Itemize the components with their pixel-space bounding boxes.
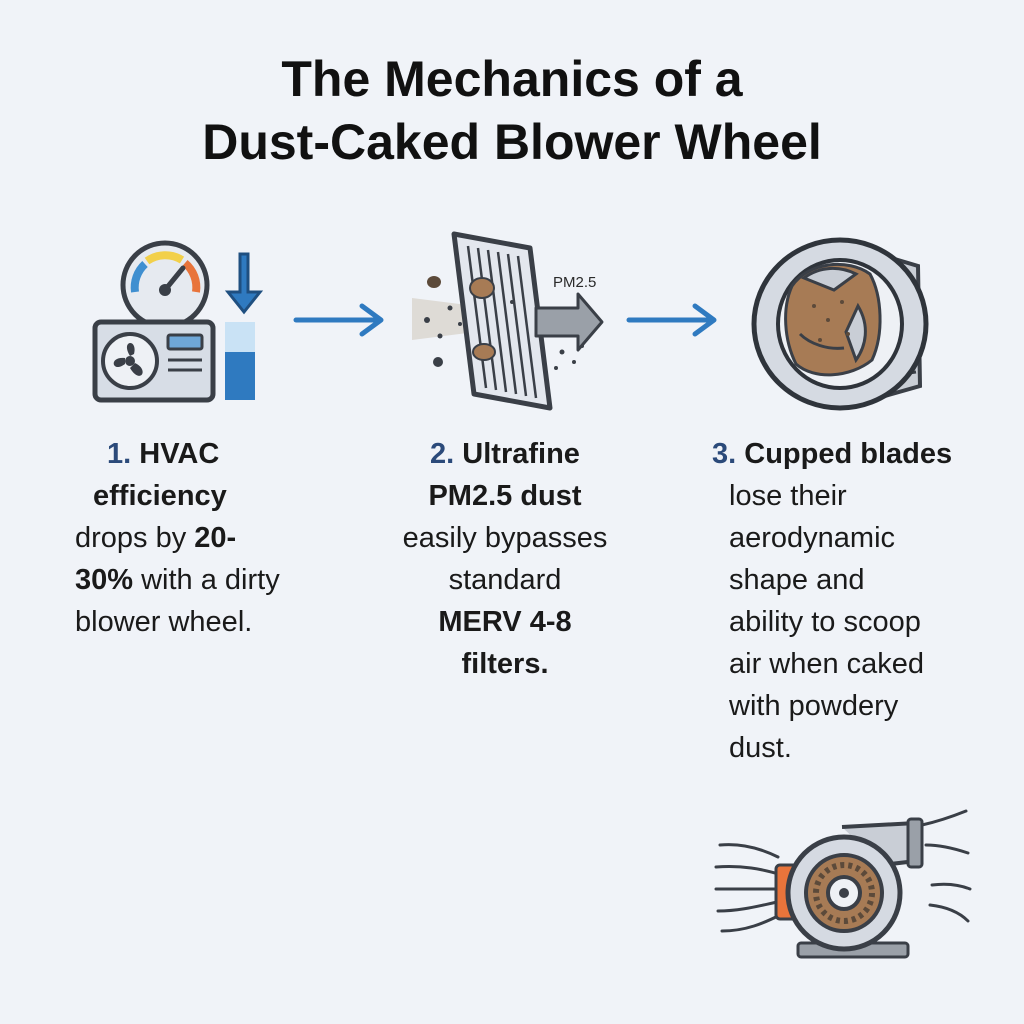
step-2-text-span: standard <box>448 564 562 596</box>
step-1-text-span: blower wheel. <box>75 606 253 638</box>
step-3-text-span: lose their <box>729 480 847 512</box>
page-title: The Mechanics of a Dust-Caked Blower Whe… <box>0 48 1024 174</box>
step-3-line-2: aerodynamic <box>712 517 1012 559</box>
step-3-text-span: shape and <box>729 564 865 596</box>
step-1-line-3: 30% with a dirty <box>75 559 335 601</box>
step-2-line-1: PM2.5 dust <box>380 475 630 517</box>
step-2-bold: MERV 4-8 <box>438 606 572 638</box>
step-1-line-4: blower wheel. <box>75 601 335 643</box>
dust-particles-icon <box>424 276 584 370</box>
step-1-text-span: with a dirty <box>133 564 280 596</box>
pm25-arrow-icon <box>534 292 604 352</box>
step-3-line-3: shape and <box>712 559 1012 601</box>
step-3-number: 3. <box>712 438 737 470</box>
step-3-line-4: ability to scoop <box>712 601 1012 643</box>
dust-filter-icon: PM2.5 <box>412 231 604 411</box>
step-1-text: 1. HVAC efficiency drops by 20- 30% with… <box>75 433 335 643</box>
step-3-text-span: ability to scoop <box>729 606 921 638</box>
step-3-line-1: lose their <box>712 475 1012 517</box>
step-2-line-4: MERV 4-8 <box>380 601 630 643</box>
arrow-right-icon-2 <box>626 303 717 337</box>
step-2-line-5: filters. <box>380 643 630 685</box>
filter-panel <box>451 231 553 411</box>
step-1-number: 1. <box>107 438 132 470</box>
step-1-bold: 30% <box>75 564 134 596</box>
step-2-text: 2. Ultrafine PM2.5 dust easily bypasses … <box>380 433 630 685</box>
down-arrow-icon <box>224 252 264 315</box>
step-3-text-span: dust. <box>729 732 792 764</box>
step-3-text-span: air when caked <box>729 648 925 680</box>
step-2-line-3: standard <box>380 559 630 601</box>
step-2-bold: filters. <box>461 648 549 680</box>
step-3-line-7: dust. <box>712 727 1012 769</box>
step-2-bold: PM2.5 dust <box>428 480 582 512</box>
step-1-line-1: efficiency <box>75 475 335 517</box>
title-line-1: The Mechanics of a <box>281 51 743 107</box>
caked-blower-wheel-icon <box>751 237 929 411</box>
step-3-line-0: 3. Cupped blades <box>712 433 1012 475</box>
airflow-lines-right <box>920 809 972 923</box>
step-3-text: 3. Cupped blades lose their aerodynamic … <box>712 433 1012 769</box>
step-2-line-2: easily bypasses <box>380 517 630 559</box>
step-2-bold: Ultrafine <box>462 438 580 470</box>
step-1-line-0: 1. HVAC <box>75 433 335 475</box>
step-3-text-span: with powdery <box>729 690 899 722</box>
step-2-number: 2. <box>430 438 455 470</box>
airflow-lines-left <box>714 843 786 933</box>
title-line-2: Dust-Caked Blower Wheel <box>202 114 822 170</box>
blower-fan-icon <box>714 809 972 959</box>
arrow-right-icon-1 <box>293 303 384 337</box>
step-1-bold: 20- <box>194 522 237 554</box>
step-3-bold: Cupped blades <box>744 438 953 470</box>
ac-unit-icon <box>92 319 216 403</box>
pm25-label: PM2.5 <box>553 274 596 291</box>
step-1-bold: HVAC <box>139 438 220 470</box>
step-3-line-5: air when caked <box>712 643 1012 685</box>
step-3-line-6: with powdery <box>712 685 1012 727</box>
step-1-bold: efficiency <box>93 480 227 512</box>
step-2-text-span: easily bypasses <box>402 522 608 554</box>
step-1-line-2: drops by 20- <box>75 517 335 559</box>
step-2-line-0: 2. Ultrafine <box>380 433 630 475</box>
efficiency-level-bar <box>225 322 255 400</box>
step-1-text-span: drops by <box>75 522 195 554</box>
step-3-text-span: aerodynamic <box>729 522 896 554</box>
gauge-icon <box>120 240 210 330</box>
hvac-efficiency-icon <box>92 240 264 403</box>
